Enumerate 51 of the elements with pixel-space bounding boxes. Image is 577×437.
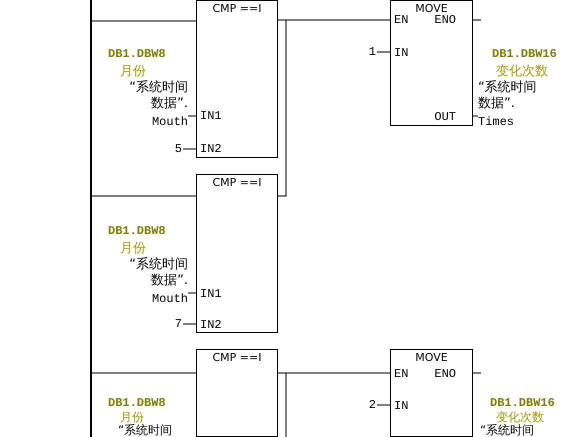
- wire: [92, 20, 196, 22]
- pin-label: IN: [394, 399, 408, 413]
- pin-label: ENO: [434, 13, 456, 27]
- wire: [182, 148, 196, 150]
- wire: [472, 372, 482, 374]
- block-title: MOVE: [414, 351, 449, 364]
- operand-address: DB1.DBW8: [108, 223, 166, 239]
- block-title: CMP ==I: [212, 176, 262, 189]
- pin-label: IN2: [200, 318, 222, 332]
- function-block: [196, 0, 278, 158]
- pin-label: IN1: [200, 109, 222, 123]
- pin-label: OUT: [434, 110, 456, 124]
- wire: [278, 372, 390, 374]
- symbol-name: “系统时间数据”.: [128, 257, 188, 289]
- wire: [278, 20, 390, 196]
- symbol-name: “系统时间数据”.: [478, 80, 538, 112]
- symbol-name: “系统时间数据”.: [128, 80, 188, 112]
- function-block: [390, 349, 473, 437]
- constant-value: 2: [366, 398, 376, 412]
- pin-label: IN2: [200, 142, 222, 156]
- constant-value: 5: [172, 142, 182, 156]
- comment-text: 变化次数: [496, 411, 544, 424]
- variable-name: Mouth: [152, 114, 188, 130]
- function-block: [196, 349, 278, 437]
- block-title: CMP ==I: [212, 2, 262, 15]
- block-title: MOVE: [414, 2, 449, 15]
- symbol-name: “系统时间: [118, 424, 172, 437]
- variable-name: Times: [478, 114, 514, 130]
- pin-label: IN: [394, 46, 408, 60]
- wire: [376, 404, 390, 406]
- operand-address: DB1.DBW16: [490, 397, 555, 410]
- comment-text: 变化次数: [496, 64, 548, 80]
- pin-label: IN1: [200, 287, 222, 301]
- constant-value: 7: [172, 317, 182, 331]
- operand-address: DB1.DBW8: [108, 397, 166, 410]
- comment-text: 月份: [120, 241, 146, 257]
- function-block: [390, 0, 473, 126]
- comment-text: 月份: [120, 411, 144, 424]
- comment-text: 月份: [120, 64, 146, 80]
- symbol-name: “系统时间: [480, 424, 534, 437]
- pin-label: EN: [394, 367, 408, 381]
- block-title: CMP ==I: [212, 351, 262, 364]
- function-block: [196, 174, 278, 333]
- variable-name: Mouth: [152, 291, 188, 307]
- wire: [188, 292, 196, 294]
- pin-label: ENO: [434, 367, 456, 381]
- operand-address: DB1.DBW16: [492, 46, 557, 62]
- operand-address: DB1.DBW8: [108, 46, 166, 62]
- pin-label: EN: [394, 13, 408, 27]
- wire: [92, 372, 196, 374]
- constant-value: 1: [366, 45, 376, 59]
